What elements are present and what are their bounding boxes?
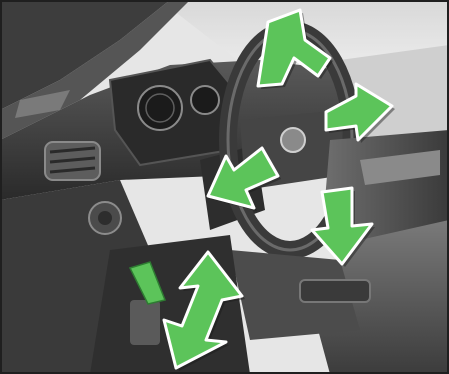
pedal <box>130 300 160 345</box>
speedometer <box>138 86 182 130</box>
footwell <box>90 235 250 374</box>
tachometer <box>191 86 219 114</box>
brand-logo-emblem <box>281 128 305 152</box>
gear-area <box>300 280 370 302</box>
